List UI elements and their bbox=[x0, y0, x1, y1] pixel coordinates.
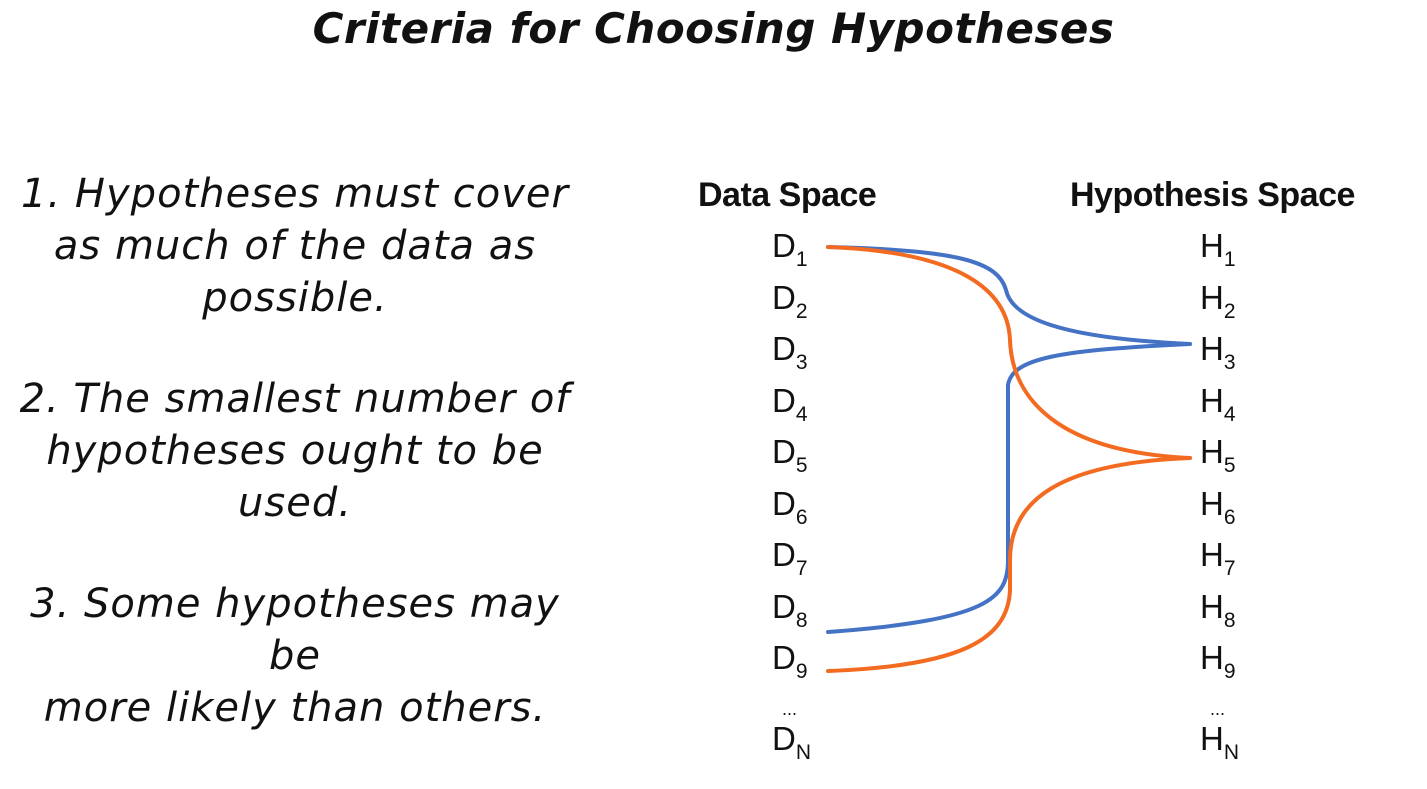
criterion-2: 2. The smallest number of hypotheses ough… bbox=[0, 373, 590, 529]
hypothesis-label-3: H3 bbox=[1200, 330, 1236, 374]
data-label-6: D6 bbox=[772, 484, 808, 529]
criterion-line: as much of the data as bbox=[53, 223, 537, 269]
criterion-line: 2. The smallest number of bbox=[19, 376, 571, 422]
data-space-header: Data Space bbox=[698, 176, 877, 214]
hypothesis-space-header: Hypothesis Space bbox=[1070, 176, 1355, 214]
data-label-2: D2 bbox=[772, 278, 808, 323]
criterion-1: 1. Hypotheses must cover as much of the d… bbox=[0, 168, 590, 324]
data-label-3: D3 bbox=[772, 330, 808, 374]
hypothesis-label-n: HN bbox=[1200, 720, 1240, 764]
slide-title: Criteria for Choosing Hypotheses bbox=[312, 4, 1115, 53]
criterion-line: 3. Some hypotheses may be bbox=[30, 581, 560, 679]
hypothesis-label-4: H4 bbox=[1200, 381, 1236, 426]
hypothesis-label-5: H5 bbox=[1200, 433, 1236, 477]
hypothesis-label-2: H2 bbox=[1200, 278, 1236, 323]
mapping-d1-to-h5 bbox=[826, 245, 1192, 460]
criterion-line: more likely than others. bbox=[43, 685, 547, 731]
data-label-n: DN bbox=[772, 720, 812, 764]
data-label-9: D9 bbox=[772, 639, 808, 683]
criterion-line: 1. Hypotheses must cover bbox=[21, 171, 569, 217]
hypothesis-label-8: H8 bbox=[1200, 587, 1236, 632]
criterion-3: 3. Some hypotheses may be more likely tha… bbox=[0, 578, 590, 734]
data-ellipsis: ... bbox=[782, 699, 798, 719]
hypothesis-label-7: H7 bbox=[1200, 536, 1236, 580]
hypothesis-label-1: H1 bbox=[1200, 227, 1236, 271]
data-label-7: D7 bbox=[772, 536, 808, 580]
criterion-line: hypotheses ought to be bbox=[46, 428, 544, 474]
data-label-5: D5 bbox=[772, 433, 808, 477]
mapping-d9-to-h5 bbox=[826, 456, 1192, 673]
mapping-d1-to-h3 bbox=[826, 245, 1192, 346]
hypothesis-ellipsis: ... bbox=[1210, 699, 1226, 719]
hypothesis-label-9: H9 bbox=[1200, 639, 1236, 683]
data-label-8: D8 bbox=[772, 587, 808, 632]
data-label-1: D1 bbox=[772, 227, 808, 271]
data-label-4: D4 bbox=[772, 381, 808, 426]
criteria-list: 1. Hypotheses must cover as much of the d… bbox=[0, 168, 590, 734]
criterion-line: possible. bbox=[202, 275, 388, 321]
criterion-line: used. bbox=[238, 480, 352, 526]
hypothesis-label-6: H6 bbox=[1200, 484, 1236, 529]
